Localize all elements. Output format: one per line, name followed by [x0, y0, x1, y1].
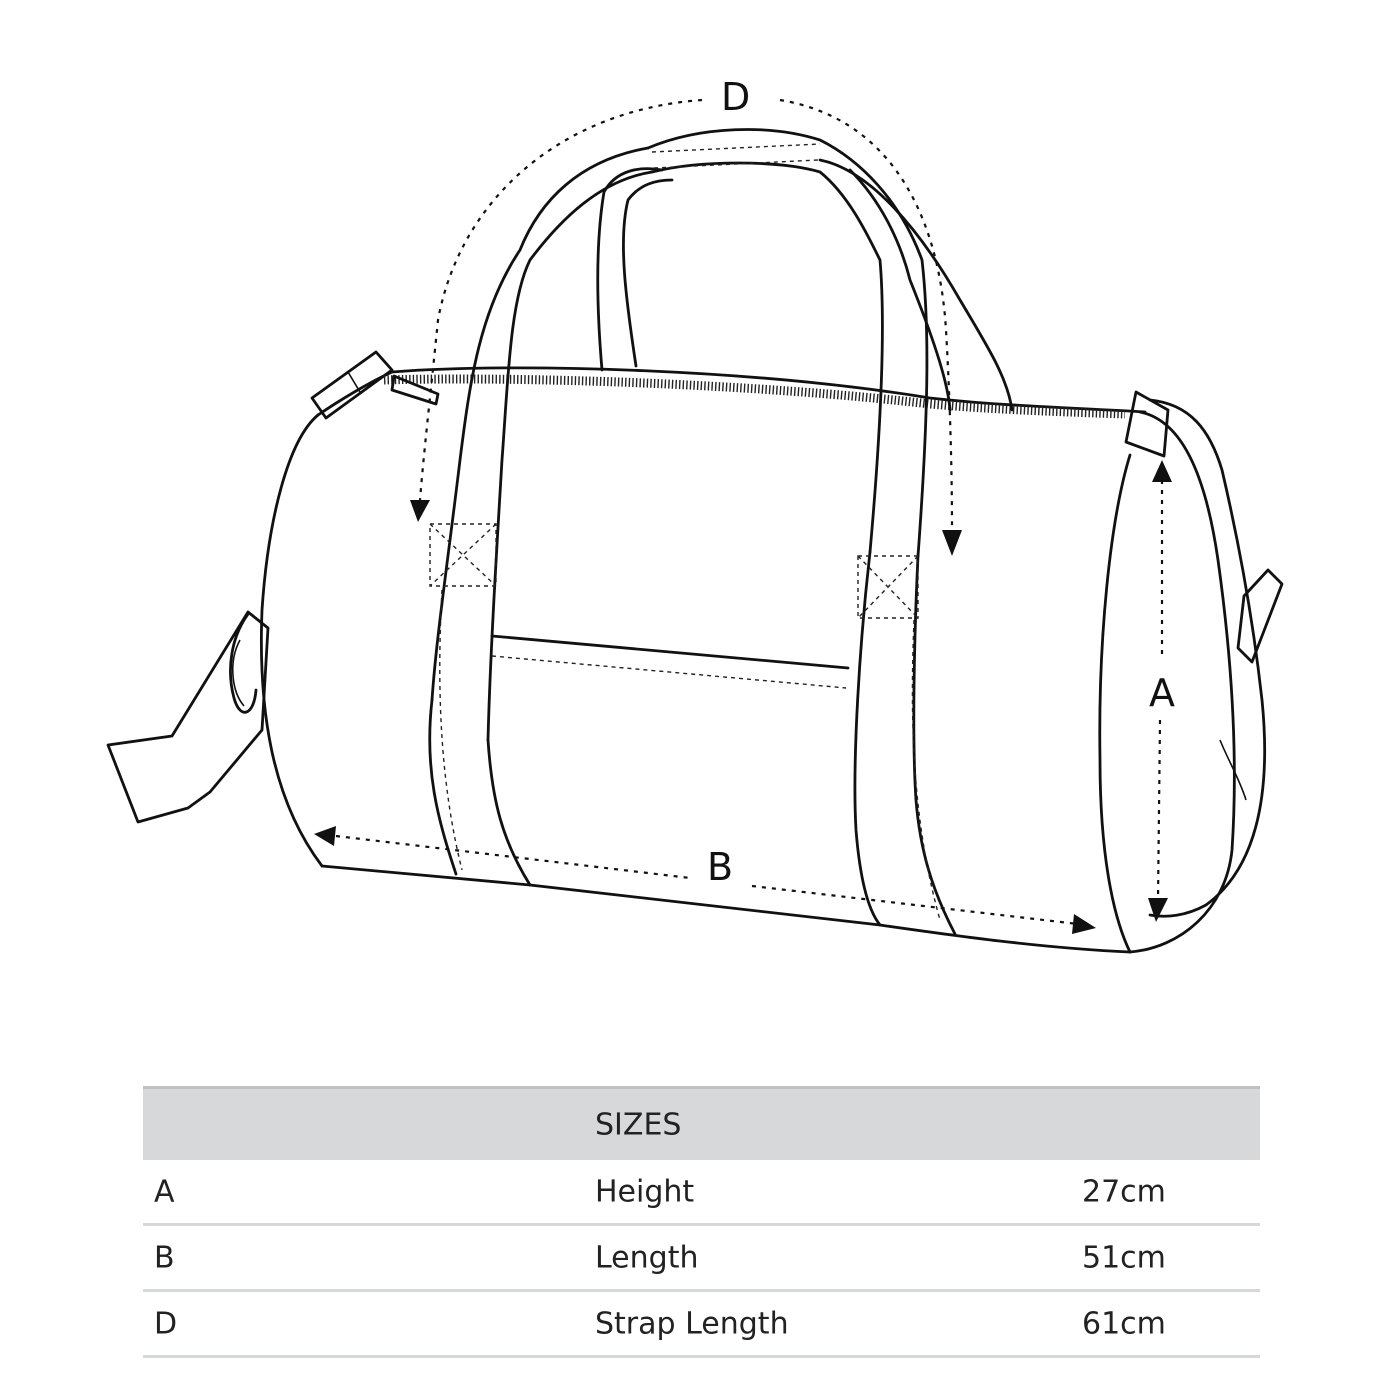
- left-x-patch: [429, 523, 497, 587]
- right-strap-slider: [1236, 568, 1284, 664]
- table-row: D Strap Length 61cm: [143, 1292, 1260, 1358]
- dimension-a: [1148, 460, 1172, 922]
- size-value: 61cm: [1082, 1306, 1166, 1341]
- right-x-patch: [857, 555, 919, 619]
- size-code: B: [154, 1240, 175, 1275]
- size-code: A: [154, 1174, 175, 1209]
- dimension-b: [314, 826, 1096, 934]
- size-code: D: [154, 1306, 178, 1341]
- size-name: Strap Length: [595, 1306, 789, 1341]
- bag-left-end: [259, 350, 394, 868]
- size-value: 27cm: [1082, 1174, 1166, 1209]
- front-handle: [428, 128, 957, 936]
- size-name: Length: [595, 1240, 699, 1275]
- marker-label-b: B: [707, 845, 733, 889]
- dimension-d: [410, 98, 962, 556]
- table-row: A Height 27cm: [143, 1160, 1260, 1226]
- left-shoulder-strap: [106, 610, 270, 824]
- sizes-table-header: SIZES: [143, 1086, 1260, 1160]
- table-row: B Length 51cm: [143, 1226, 1260, 1292]
- size-value: 51cm: [1082, 1240, 1166, 1275]
- right-buckle: [1124, 390, 1170, 458]
- size-name: Height: [595, 1174, 695, 1209]
- bag-right-end: [1098, 390, 1284, 954]
- marker-label-d: D: [721, 75, 750, 119]
- zipper-track: [383, 374, 1126, 419]
- zipper-pull: [390, 374, 440, 406]
- sizes-header-label: SIZES: [595, 1107, 682, 1142]
- duffel-bag-diagram: D A B: [106, 73, 1284, 954]
- sizes-table: SIZES A Height 27cm B Length 51cm D Stra…: [143, 1086, 1260, 1358]
- marker-label-a: A: [1149, 671, 1175, 715]
- left-buckle: [310, 350, 394, 420]
- back-handle: [596, 158, 1014, 412]
